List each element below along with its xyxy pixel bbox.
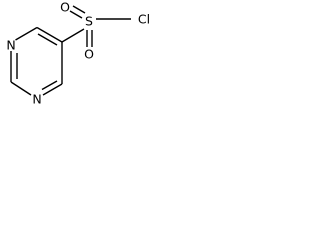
bond-c5-s <box>61 28 85 43</box>
bond-n3-c2 <box>10 81 32 96</box>
atom-oxygen-left: O <box>60 0 70 15</box>
atom-n-bottom: N <box>32 92 41 107</box>
bond-c4-n3 <box>42 83 63 96</box>
atom-sulfur: S <box>85 14 93 29</box>
bond-n1-c6 <box>15 26 38 41</box>
pyrimidine-ring <box>10 26 63 96</box>
atom-n-top: N <box>6 38 15 53</box>
atom-chlorine: Cl <box>138 12 150 27</box>
bond-c4-n3-inner <box>41 80 58 91</box>
pyrimidine-5-sulfonyl-chloride-structure: N N S O O Cl <box>6 0 150 107</box>
bond-s-o-left-2 <box>72 5 86 14</box>
atom-oxygen-bottom: O <box>84 47 94 62</box>
bond-s-o-left-1 <box>69 10 83 19</box>
bond-c6-c5 <box>36 26 63 43</box>
bond-c6-c5-inner <box>37 33 58 46</box>
